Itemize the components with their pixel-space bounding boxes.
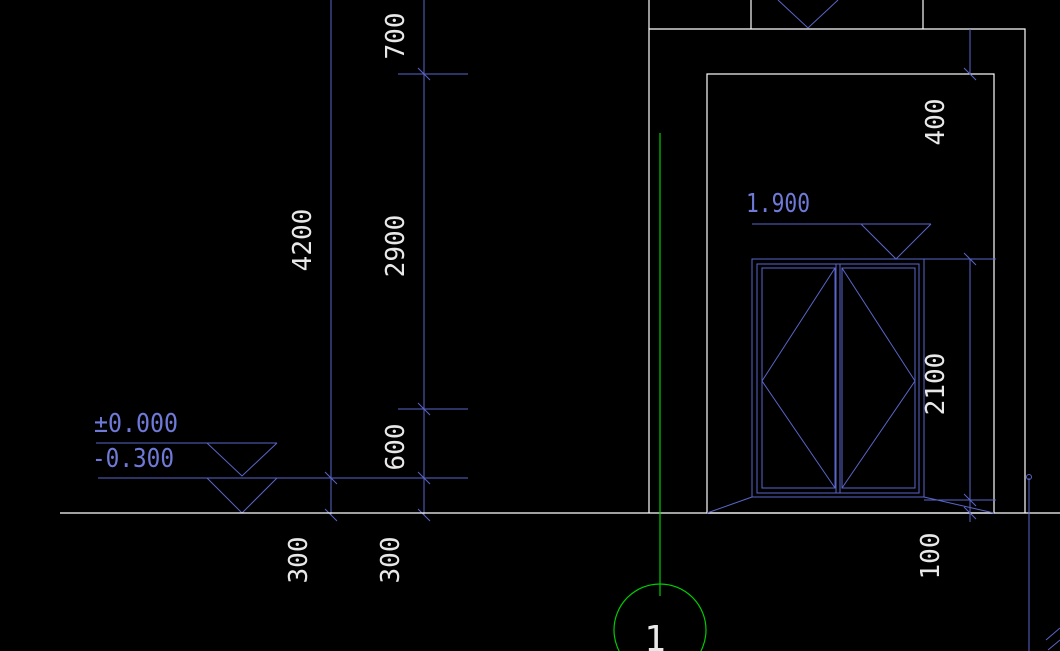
upper-elevation-symbol — [777, 0, 839, 29]
right-detail-slash-1 — [1045, 627, 1060, 641]
right-dimension-chain — [924, 29, 996, 522]
step-tick — [963, 506, 977, 520]
dim-total-height: 4200 — [288, 209, 318, 272]
door-top-tick — [963, 252, 977, 266]
entrance-frame-outer — [648, 28, 1026, 513]
ground-elevation-symbol — [206, 442, 278, 477]
door-swing-right — [841, 267, 916, 489]
dim-door-height: 2100 — [921, 353, 951, 416]
dim-bottom-segment: 600 — [381, 424, 411, 471]
dim-top-segment: 700 — [381, 13, 411, 60]
door-bottom-tick — [963, 493, 977, 507]
dim-lower-right: 300 — [376, 537, 406, 584]
dim-step-height: 100 — [916, 533, 946, 580]
dim-canopy-height: 400 — [921, 99, 951, 146]
elevation-door-head-label: 1.900 — [746, 189, 810, 219]
right-detail-slash-2 — [1047, 639, 1060, 651]
door-leaf-right — [841, 267, 916, 489]
left-dimension-chain — [98, 0, 468, 522]
door-swing-left — [761, 267, 836, 489]
right-edge-detail — [1026, 474, 1060, 651]
axis-bubble — [613, 583, 707, 651]
double-door — [706, 258, 995, 514]
dim-lower-left: 300 — [284, 537, 314, 584]
elevation-outdoor-label: -0.300 — [92, 444, 174, 474]
building-outline — [648, 0, 1026, 514]
tick-top — [417, 67, 431, 81]
tick-bottom-left — [324, 508, 338, 522]
step-left — [706, 496, 753, 514]
dim-middle-segment: 2900 — [381, 215, 411, 278]
door-frame-inner — [756, 263, 920, 494]
entrance-frame-inner — [706, 73, 995, 514]
tick-middle — [417, 402, 431, 416]
axis-label: 1 — [644, 619, 666, 651]
door-leaf-left — [761, 267, 836, 489]
door-frame-outer — [751, 258, 925, 498]
elevation-ground-label: ±0.000 — [94, 409, 178, 439]
tick-ground-right — [417, 471, 431, 485]
tick-bottom-right — [417, 508, 431, 522]
right-detail-dot — [1026, 474, 1032, 480]
tick-ground-left — [324, 471, 338, 485]
canopy-tick — [963, 67, 977, 81]
